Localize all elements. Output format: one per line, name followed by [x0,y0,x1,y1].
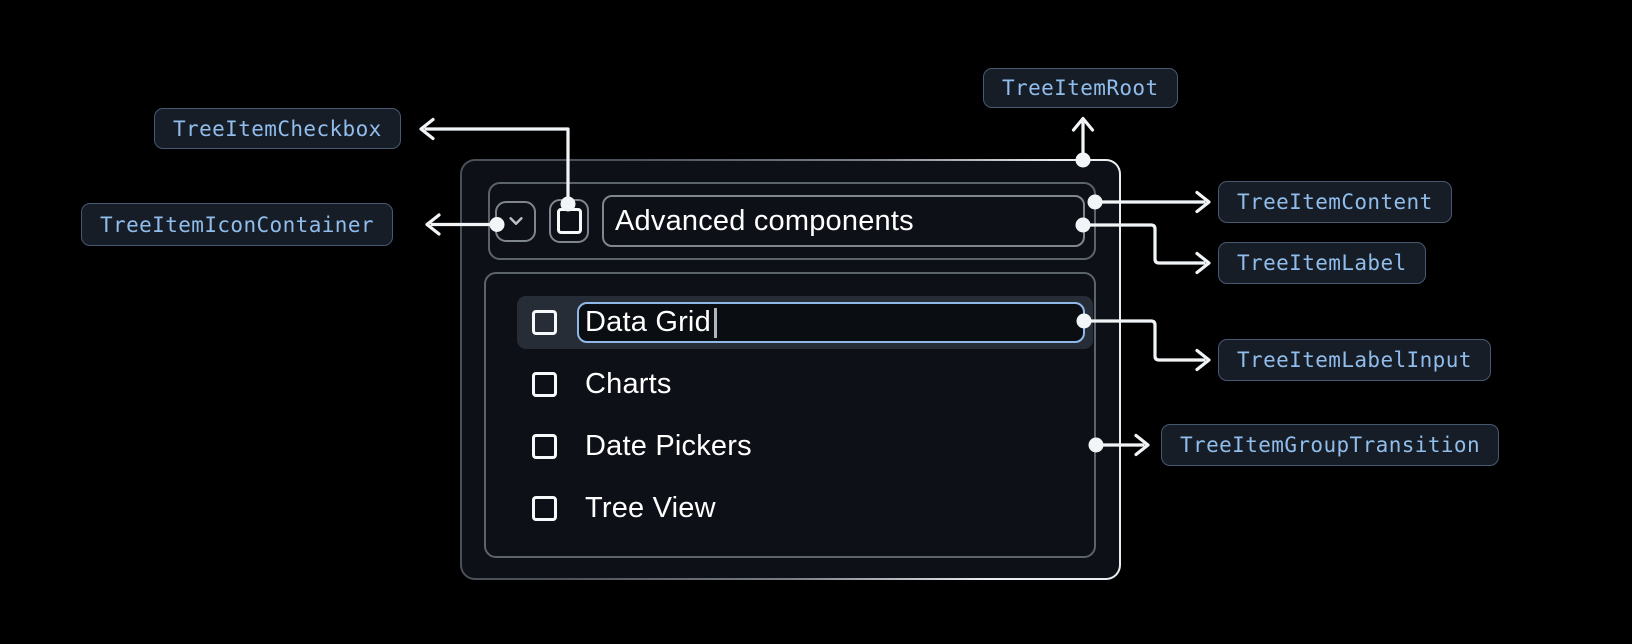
tree-item-group-transition: Data Grid Charts Date Pickers Tree View [484,272,1096,558]
arrowhead-left [425,213,441,236]
tree-item-row[interactable]: Charts [517,358,1093,411]
tree-item-label-input[interactable]: Data Grid [577,302,1085,343]
tree-item-icon-container[interactable] [495,200,536,242]
tree-item-row[interactable]: Date Pickers [517,420,1093,473]
chevron-down-icon [508,217,523,225]
badge-tree-item-icon-container: TreeItemIconContainer [81,203,393,246]
badge-tree-item-checkbox: TreeItemCheckbox [154,108,401,149]
arrowhead-right [1134,433,1150,457]
parent-item-label-text: Advanced components [615,204,914,237]
arrowhead-left [419,117,435,141]
checkbox-unchecked-icon[interactable] [532,496,557,521]
checkbox-unchecked-icon[interactable] [532,372,557,397]
tree-item-label-text: Tree View [585,492,716,524]
text-caret [713,307,717,338]
badge-tree-item-root: TreeItemRoot [983,68,1178,108]
badge-tree-item-label-input: TreeItemLabelInput [1218,339,1491,381]
tree-item-content[interactable]: Advanced components [488,182,1096,260]
label-input-value: Data Grid [585,306,711,338]
arrowhead-up [1071,116,1095,132]
tree-item-label-text: Charts [585,368,672,400]
badge-tree-item-content: TreeItemContent [1218,181,1452,223]
tree-item-label[interactable]: Advanced components [602,195,1085,247]
checkbox-unchecked-icon[interactable] [532,434,557,459]
tree-item-checkbox[interactable] [549,199,589,243]
tree-item-row[interactable]: Tree View [517,482,1093,535]
arrowhead-right [1195,190,1211,214]
tree-item-root: Advanced components Data Grid Charts [460,159,1121,580]
arrowhead-right [1195,251,1211,275]
arrowhead-right [1195,348,1211,372]
badge-tree-item-group-transition: TreeItemGroupTransition [1161,424,1499,466]
badge-tree-item-label: TreeItemLabel [1218,242,1426,284]
tree-item-label-text: Date Pickers [585,430,752,462]
checkbox-unchecked-icon[interactable] [532,310,557,335]
tree-item-row-editing[interactable]: Data Grid [517,296,1093,349]
tree-item-root-surface: Advanced components Data Grid Charts [462,161,1119,578]
checkbox-unchecked-icon [556,208,582,234]
